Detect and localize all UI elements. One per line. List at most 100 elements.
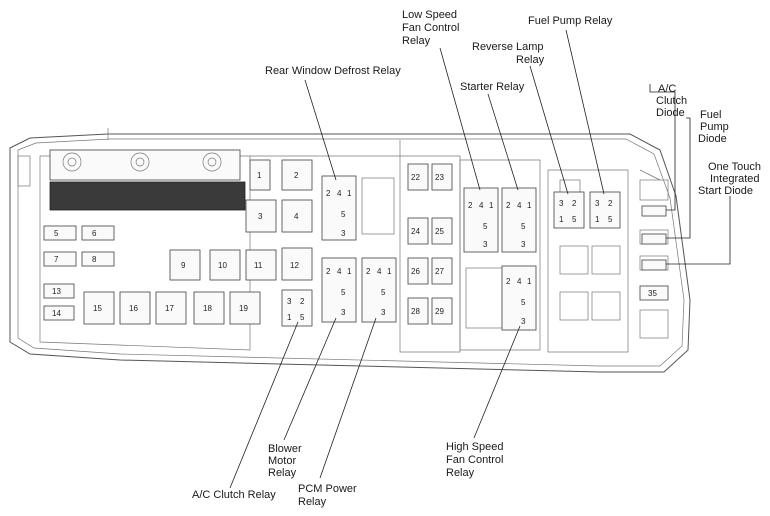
- svg-text:4: 4: [479, 201, 484, 210]
- fuse-12: [281, 247, 313, 281]
- fuse-28-label: 28: [411, 307, 420, 316]
- fuse-9: [169, 249, 201, 281]
- label-blower-line3: Relay: [268, 467, 297, 479]
- svg-text:5: 5: [572, 215, 577, 224]
- mini-fuses-left: 5 6 7 8 13 14: [43, 225, 115, 321]
- fuse-27-label: 27: [435, 267, 444, 276]
- relay-pcm-power: 2 4 1 5 3: [361, 257, 397, 323]
- fuse-13: [43, 283, 75, 299]
- cartridge-fuses: 1 2 3 4 9 10 11 12 15 16 17 18 19: [83, 159, 313, 325]
- svg-text:2: 2: [468, 201, 473, 210]
- svg-text:4: 4: [517, 201, 522, 210]
- fuse-8: [81, 251, 115, 267]
- label-one-touch-line3: Start Diode: [698, 185, 753, 197]
- fuse-24-label: 24: [411, 227, 420, 236]
- svg-text:5: 5: [341, 288, 346, 297]
- fuse-26: [407, 257, 429, 285]
- fuse-4: [281, 199, 313, 233]
- label-pcm-line2: Relay: [298, 496, 327, 508]
- fuse-26-label: 26: [411, 267, 420, 276]
- label-fuel-pump-diode-line3: Diode: [698, 133, 727, 145]
- svg-text:3: 3: [595, 199, 600, 208]
- fuse-29: [431, 297, 453, 325]
- label-low-speed-line1: Low Speed: [402, 9, 457, 21]
- fuse-35: [639, 285, 669, 301]
- mini-fuses-middle: 22 23 24 25 26 27 28 29 35: [407, 163, 669, 325]
- svg-text:2: 2: [608, 199, 613, 208]
- svg-text:4: 4: [517, 277, 522, 286]
- relay-rear-window-defrost: 2 4 1 5 3: [321, 175, 357, 241]
- fuse-22: [407, 163, 429, 191]
- fuse-27: [431, 257, 453, 285]
- fuse-6-label: 6: [92, 229, 97, 238]
- label-ac-clutch-diode-line1: A/C: [658, 83, 676, 95]
- label-one-touch-line1: One Touch: [708, 161, 761, 173]
- svg-text:1: 1: [489, 201, 494, 210]
- svg-text:1: 1: [347, 189, 352, 198]
- svg-text:5: 5: [381, 288, 386, 297]
- relay-high-speed-fan-control: 2 4 1 5 3: [501, 265, 537, 331]
- fuse-6: [81, 225, 115, 241]
- fuse-12-label: 12: [290, 261, 299, 270]
- label-high-speed-line3: Relay: [446, 467, 475, 479]
- svg-text:4: 4: [337, 267, 342, 276]
- relay-blower-motor: 2 4 1 5 3: [321, 257, 357, 323]
- fuse-9-label: 9: [181, 261, 186, 270]
- fuse-14-label: 14: [52, 309, 61, 318]
- fuse-11-label: 11: [254, 261, 263, 270]
- label-fuel-pump-diode-line1: Fuel: [700, 109, 721, 121]
- fuse-7-label: 7: [54, 255, 59, 264]
- svg-text:3: 3: [521, 240, 526, 249]
- label-low-speed-line3: Relay: [402, 35, 431, 47]
- label-one-touch-line2: Integrated: [710, 173, 760, 185]
- fuse-2-label: 2: [294, 171, 299, 180]
- label-ac-clutch-diode-line2: Clutch: [656, 95, 687, 107]
- svg-text:4: 4: [337, 189, 342, 198]
- label-ac-clutch-diode-line3: Diode: [656, 107, 685, 119]
- fuse-3: [245, 199, 277, 233]
- svg-text:1: 1: [287, 313, 292, 322]
- fuse-18: [193, 291, 225, 325]
- fuse-box-housing: [9, 128, 691, 373]
- fuse-18-label: 18: [203, 304, 212, 313]
- svg-text:5: 5: [341, 210, 346, 219]
- svg-text:1: 1: [527, 201, 532, 210]
- fuse-19: [229, 291, 261, 325]
- svg-text:4: 4: [377, 267, 382, 276]
- svg-text:2: 2: [326, 189, 331, 198]
- svg-text:1: 1: [595, 215, 600, 224]
- svg-text:2: 2: [366, 267, 371, 276]
- fuse-16: [119, 291, 151, 325]
- fuse-25-label: 25: [435, 227, 444, 236]
- svg-text:2: 2: [326, 267, 331, 276]
- fuse-25: [431, 217, 453, 245]
- relay-low-speed-fan-control: 2 4 1 5 3: [463, 187, 499, 253]
- svg-text:1: 1: [347, 267, 352, 276]
- fuse-22-label: 22: [411, 173, 420, 182]
- label-high-speed-line2: Fan Control: [446, 454, 503, 466]
- ac-clutch-diode: [641, 205, 667, 217]
- diodes: [641, 205, 667, 271]
- fuse-1-label: 1: [257, 171, 262, 180]
- svg-text:3: 3: [381, 308, 386, 317]
- fuse-19-label: 19: [239, 304, 248, 313]
- fuse-17: [155, 291, 187, 325]
- label-high-speed-line1: High Speed: [446, 441, 504, 453]
- label-reverse-lamp-line1: Reverse Lamp: [472, 41, 544, 53]
- svg-text:3: 3: [341, 308, 346, 317]
- svg-text:5: 5: [608, 215, 613, 224]
- fuse-7: [43, 251, 77, 267]
- label-pcm-line1: PCM Power: [298, 483, 357, 495]
- svg-text:5: 5: [521, 222, 526, 231]
- svg-text:2: 2: [506, 201, 511, 210]
- fuse-29-label: 29: [435, 307, 444, 316]
- label-blower-line2: Motor: [268, 455, 296, 467]
- fuse-23: [431, 163, 453, 191]
- fuse-10-label: 10: [218, 261, 227, 270]
- one-touch-start-diode: [641, 259, 667, 271]
- svg-text:1: 1: [559, 215, 564, 224]
- relay-ac-clutch: 3 2 1 5: [281, 289, 313, 327]
- fuse-11: [245, 249, 277, 281]
- svg-text:3: 3: [521, 317, 526, 326]
